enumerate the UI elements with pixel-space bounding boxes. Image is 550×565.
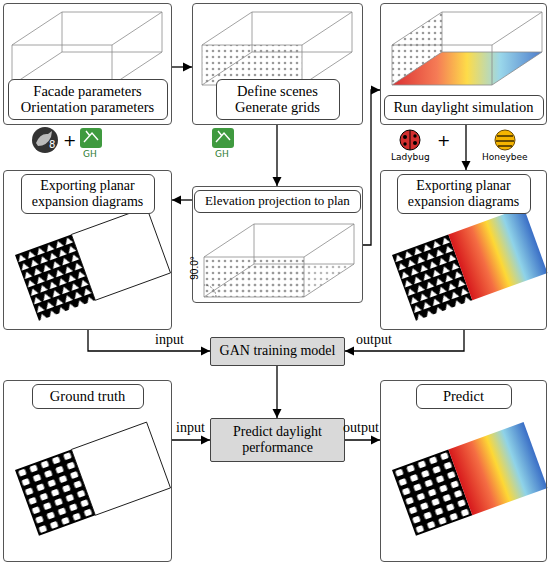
flow-arrow bbox=[276, 366, 277, 418]
grasshopper-icon bbox=[212, 128, 234, 148]
ladybug-icon bbox=[413, 141, 417, 145]
grasshopper-icon bbox=[80, 128, 102, 148]
grasshopper-icon bbox=[216, 131, 230, 142]
floor-plan bbox=[71, 422, 170, 515]
process-panel: Ground truth bbox=[3, 380, 172, 562]
icon-label: Ladybug bbox=[391, 153, 430, 162]
planar-diagram bbox=[392, 422, 547, 536]
model-box: GAN training model bbox=[210, 337, 345, 366]
panel-label: Run daylight simulation bbox=[384, 95, 544, 120]
flow-arrow bbox=[88, 330, 210, 351]
edge-label: output bbox=[356, 333, 392, 347]
panel-label: Exporting planar expansion diagrams bbox=[21, 174, 155, 214]
angle-arc bbox=[204, 285, 216, 297]
process-panel: Define scenes Generate grids bbox=[192, 3, 363, 125]
daylight-heatmap bbox=[448, 422, 547, 515]
process-panel: Facade parameters Orientation parameters bbox=[3, 3, 172, 125]
floor-plan bbox=[71, 207, 170, 300]
flow-arrow bbox=[345, 330, 464, 351]
panel-label: Exporting planar expansion diagrams bbox=[397, 174, 531, 214]
flow-arrow bbox=[345, 439, 380, 440]
ladybug-icon bbox=[400, 130, 420, 150]
box-label: GAN training model bbox=[216, 343, 340, 359]
panel-label: Predict bbox=[416, 384, 512, 409]
room-wireframe bbox=[204, 224, 354, 297]
ladybug-icon bbox=[403, 142, 406, 145]
process-panel: Run daylight simulation bbox=[380, 3, 547, 125]
panel-label: Elevation projection to plan bbox=[194, 190, 361, 213]
edge-label: input bbox=[155, 333, 184, 347]
panel-label: Facade parameters Orientation parameters bbox=[8, 79, 168, 120]
honeybee-icon bbox=[495, 130, 515, 150]
flow-arrow bbox=[172, 66, 192, 67]
daylight-heatmap bbox=[448, 207, 547, 300]
plus-sign: + bbox=[437, 133, 450, 149]
planar-diagram bbox=[15, 422, 170, 536]
honeybee-icon bbox=[496, 136, 514, 146]
icon-label: Honeybee bbox=[482, 153, 528, 162]
angle-value: 90.0° bbox=[190, 256, 200, 279]
ladybug-icon bbox=[413, 134, 416, 137]
plus-sign: + bbox=[63, 133, 76, 149]
ladybug-icon bbox=[410, 130, 411, 150]
flow-arrow bbox=[172, 439, 210, 440]
room-wireframe bbox=[392, 12, 542, 85]
edge-label: output bbox=[343, 421, 379, 435]
icon-label: GH bbox=[215, 150, 229, 159]
process-panel: Exporting planar expansion diagrams bbox=[3, 170, 172, 330]
flow-arrow bbox=[172, 199, 192, 200]
process-panel: Elevation projection to plan bbox=[192, 186, 363, 303]
flow-arrow bbox=[276, 125, 277, 186]
panel-label: Ground truth bbox=[32, 384, 144, 409]
flow-arrow bbox=[363, 90, 380, 245]
icon-label: GH bbox=[83, 150, 97, 159]
edge-label: input bbox=[176, 421, 205, 435]
process-panel: Predict bbox=[380, 380, 547, 562]
flow-arrow bbox=[465, 125, 466, 170]
room-wireframe bbox=[202, 12, 352, 85]
room-wireframe bbox=[12, 12, 162, 85]
grasshopper-icon bbox=[84, 131, 98, 142]
version-number: 8 bbox=[49, 140, 55, 150]
process-panel: Exporting planar expansion diagrams bbox=[380, 170, 547, 330]
box-label: Predict daylight performance bbox=[211, 424, 344, 456]
planar-diagram bbox=[15, 207, 170, 321]
panel-label: Define scenes Generate grids bbox=[216, 79, 340, 120]
perforated-facade bbox=[392, 12, 442, 85]
planar-diagram bbox=[392, 207, 547, 321]
ladybug-icon bbox=[403, 135, 407, 139]
rhino-icon bbox=[32, 127, 58, 153]
model-box: Predict daylight performance bbox=[210, 418, 345, 462]
